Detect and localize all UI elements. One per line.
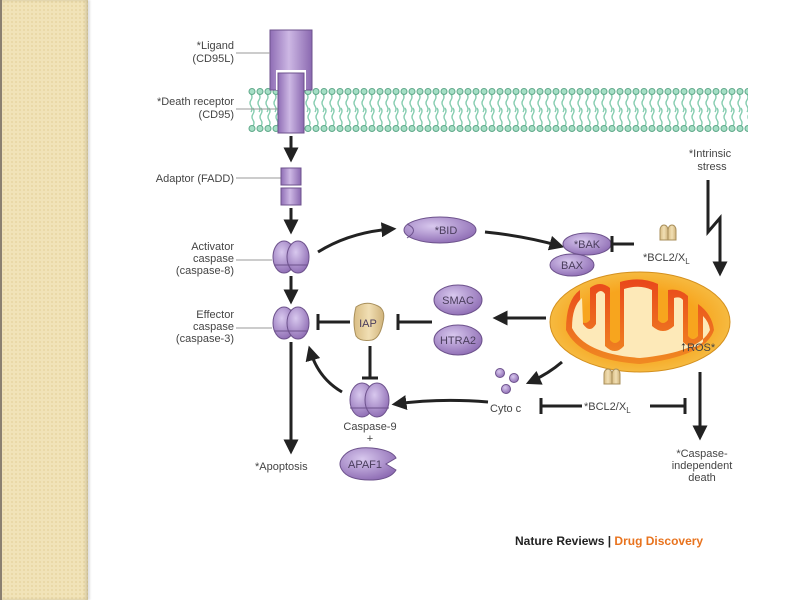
apoptosis-label: *Apoptosis bbox=[255, 461, 308, 473]
activator-caspase-label-3: (caspase-8) bbox=[176, 265, 234, 277]
iap-label: IAP bbox=[359, 318, 377, 330]
bax-molecule: BAX bbox=[549, 253, 595, 277]
cyto-c-label: Cyto c bbox=[490, 403, 522, 415]
inhibit-bcl2-bak bbox=[610, 236, 634, 252]
bak-label: *BAK bbox=[574, 239, 601, 251]
smac-label: SMAC bbox=[442, 295, 474, 307]
ligand-label: *Ligand bbox=[197, 40, 234, 52]
slide-side-panel bbox=[0, 0, 88, 600]
caspase-9-label: Caspase-9 bbox=[343, 421, 396, 433]
adaptor-label: Adaptor (FADD) bbox=[156, 173, 234, 185]
bid-label: *BID bbox=[435, 225, 458, 237]
death-receptor-cd95 bbox=[277, 72, 305, 134]
cytochrome-c-particles bbox=[495, 368, 519, 394]
bax-label: BAX bbox=[561, 260, 584, 272]
inhibit-bcl2-caspase-independent bbox=[650, 398, 687, 414]
bcl2-bottom-label: *BCL2/XL bbox=[584, 401, 631, 415]
fadd-adaptor-top bbox=[280, 167, 302, 186]
leader-lines bbox=[236, 52, 282, 329]
arrow-cytoc-to-caspase9 bbox=[391, 395, 489, 411]
apaf1-molecule: APAF1 bbox=[339, 447, 397, 481]
caspase-independent-label: *Caspase- bbox=[676, 448, 728, 460]
arrow-intrinsic-stress bbox=[706, 180, 728, 277]
arrow-bid-to-bak bbox=[484, 230, 565, 251]
effector-caspase-label-2: caspase bbox=[193, 321, 234, 333]
bcl2-top-label: *BCL2/XL bbox=[643, 252, 690, 266]
arrow-mito-to-cytoc bbox=[525, 360, 563, 385]
bid-molecule: *BID bbox=[403, 216, 477, 244]
caspase-8 bbox=[272, 240, 310, 274]
bcl2-protein-top bbox=[659, 224, 677, 241]
caspase-9 bbox=[349, 382, 390, 418]
htra2-label: HTRA2 bbox=[440, 335, 476, 347]
cell-membrane bbox=[248, 88, 748, 132]
receptor-label: *Death receptor bbox=[157, 96, 234, 108]
arrow-caspase8-to-bid bbox=[317, 222, 397, 254]
caspase-independent-label-3: death bbox=[688, 472, 716, 484]
journal-credit: Nature Reviews | Drug Discovery bbox=[515, 534, 703, 548]
effector-caspase-label: Effector bbox=[196, 309, 234, 321]
iap-molecule: IAP bbox=[353, 302, 385, 341]
caspase-3 bbox=[272, 306, 310, 340]
htra2-molecule: HTRA2 bbox=[433, 324, 483, 356]
arrow-caspase9-to-caspase3 bbox=[305, 345, 343, 394]
bcl2-protein-bottom bbox=[603, 368, 621, 385]
caspase-independent-label-2: independent bbox=[672, 460, 733, 472]
intrinsic-stress-label-2: stress bbox=[697, 161, 727, 173]
ros-label: ↑ROS* bbox=[680, 338, 716, 354]
plus-sign: + bbox=[367, 433, 373, 445]
effector-caspase-label-3: (caspase-3) bbox=[176, 333, 234, 345]
intrinsic-stress-label: *Intrinsic bbox=[689, 148, 732, 160]
inhibit-bcl2-cytoc bbox=[539, 398, 582, 414]
activator-caspase-label-2: caspase bbox=[193, 253, 234, 265]
ligand-label-2: (CD95L) bbox=[192, 53, 234, 65]
inhibit-iap-caspase3 bbox=[316, 314, 350, 330]
smac-molecule: SMAC bbox=[433, 284, 483, 316]
mitochondrion: ↑ROS* bbox=[549, 271, 731, 373]
inhibit-iap-caspase9 bbox=[362, 346, 378, 380]
bak-molecule: *BAK bbox=[562, 232, 612, 256]
activator-caspase-label: Activator bbox=[191, 241, 234, 253]
apaf1-label: APAF1 bbox=[348, 459, 382, 471]
inhibit-smac-iap bbox=[396, 314, 432, 330]
receptor-label-2: (CD95) bbox=[199, 109, 234, 121]
fadd-adaptor-bottom bbox=[280, 187, 302, 206]
